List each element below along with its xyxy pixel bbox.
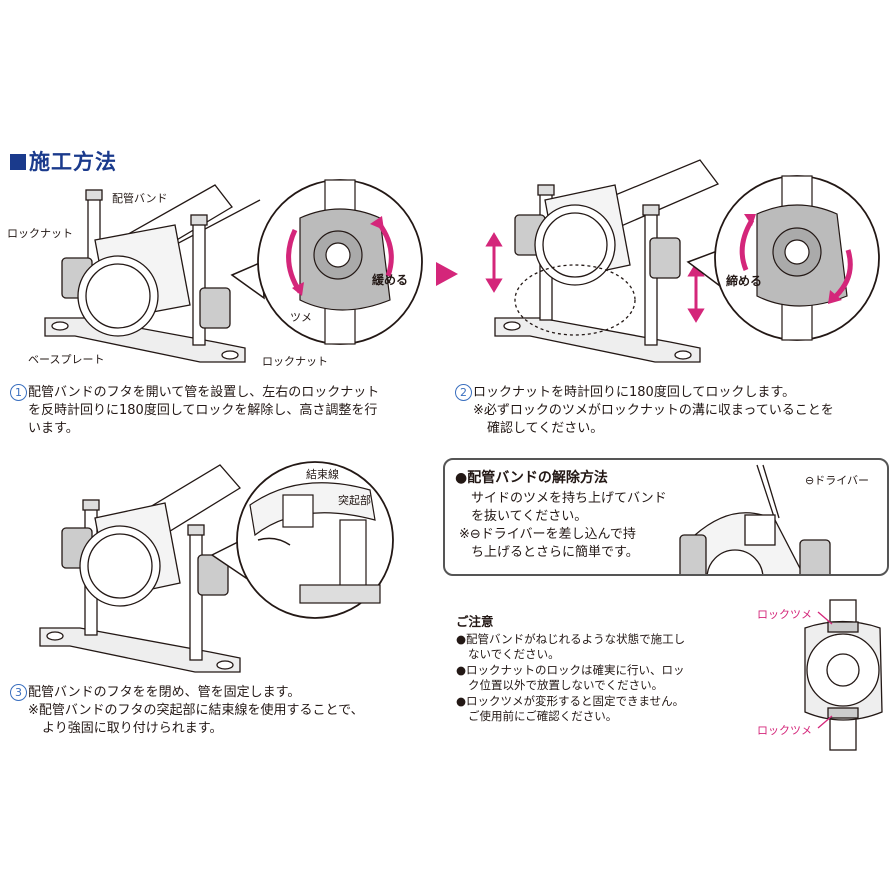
step-3-line-3: より強固に取り付けられます。 xyxy=(42,721,223,736)
label-band: 配管バンド xyxy=(112,192,168,205)
step-1-line-2: を反時計回りに180度回してロックを解除し、高さ調整を行 xyxy=(28,403,378,418)
step-2-line-3: 確認してください。 xyxy=(487,421,604,436)
label-tighten: 締める xyxy=(726,274,763,288)
step-2-number: 2 xyxy=(455,384,472,401)
caution-item-3-line-2: ご使用前にご確認ください。 xyxy=(468,709,618,723)
caution-item-3-line-1: ●ロックツメが変形すると固定できません。 xyxy=(456,693,685,708)
caution-block: ご注意 ●配管バンドがねじれるような状態で施工し ないでください。 ●ロックナッ… xyxy=(456,614,756,725)
caution-item-2-line-2: ク位置以外で放置しないでください。 xyxy=(468,678,664,692)
label-baseplate: ベースプレート xyxy=(28,353,105,366)
title-square-icon xyxy=(10,154,26,170)
caution-title: ご注意 xyxy=(456,614,494,629)
step-3-line-1: 配管バンドのフタをを閉め、管を固定します。 xyxy=(28,685,301,700)
step-3-number: 3 xyxy=(10,684,27,701)
release-method-box: ●配管バンドの解除方法 サイドのツメを持ち上げてバンド を抜いてください。 ※⊖… xyxy=(443,458,889,576)
release-title: ●配管バンドの解除方法 xyxy=(455,470,608,486)
release-line-1: サイドのツメを持ち上げてバンド xyxy=(471,491,667,506)
label-lock-tsume-top: ロックツメ xyxy=(757,608,812,621)
release-illustration xyxy=(679,464,831,574)
label-lock-tsume-bottom: ロックツメ xyxy=(757,724,812,737)
step-1-line-1: 配管バンドのフタを開いて管を設置し、左右のロックナット xyxy=(28,385,380,400)
release-line-3: ※⊖ドライバーを差し込んで持 xyxy=(459,527,636,542)
label-driver: ⊖ドライバー xyxy=(805,474,869,487)
step-1-number: 1 xyxy=(10,384,27,401)
step-3-line-2: ※配管バンドのフタの突起部に結束線を使用することで、 xyxy=(28,703,364,718)
release-body: サイドのツメを持ち上げてバンド を抜いてください。 ※⊖ドライバーを差し込んで持… xyxy=(459,490,667,562)
step-2-line-2: ※必ずロックのツメがロックナットの溝に収まっていることを xyxy=(473,403,834,418)
label-loosen: 緩める xyxy=(372,273,409,287)
caution-item-1-line-1: ●配管バンドがねじれるような状態で施工し xyxy=(456,631,686,646)
label-locknut-right: ロックナット xyxy=(262,355,328,368)
section-title-text: 施工方法 xyxy=(29,150,117,174)
label-protrusion: 突起部 xyxy=(338,494,371,507)
caution-item-1-line-2: ないでください。 xyxy=(468,647,560,661)
release-line-4: ち上げるとさらに簡単です。 xyxy=(471,545,639,560)
caution-item-2-line-1: ●ロックナットのロックは確実に行い、ロッ xyxy=(456,662,685,677)
label-locknut-left: ロックナット xyxy=(7,227,73,240)
release-line-2: を抜いてください。 xyxy=(471,509,588,524)
step-2-line-1: ロックナットを時計回りに180度回してロックします。 xyxy=(473,385,796,400)
label-tie-wire: 結束線 xyxy=(306,468,339,481)
section-title: 施工方法 xyxy=(10,146,117,176)
step-1-line-3: います。 xyxy=(28,421,79,436)
label-tsume: ツメ xyxy=(290,311,312,324)
